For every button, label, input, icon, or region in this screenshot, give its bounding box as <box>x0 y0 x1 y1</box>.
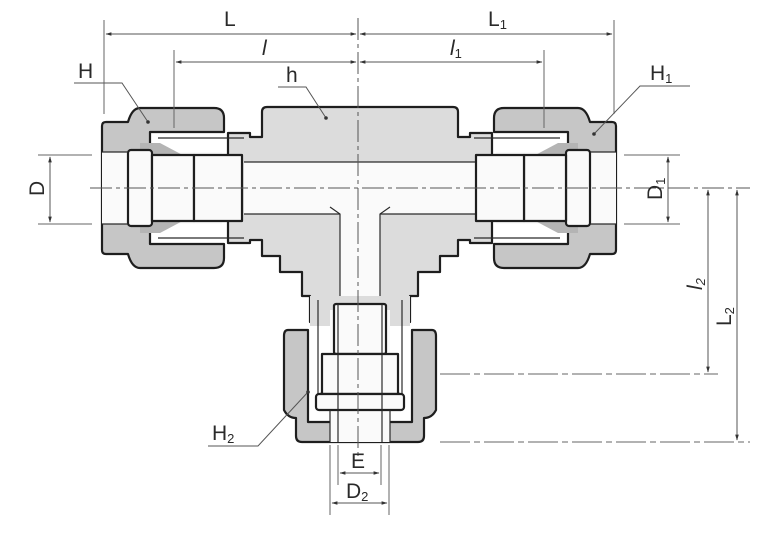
bottom-nut <box>282 302 438 444</box>
dimension-lines <box>48 32 739 505</box>
dim-label-L2: L2 <box>713 307 737 326</box>
callout-label-H: H <box>78 60 93 83</box>
callout-label-H2: H2 <box>212 422 234 446</box>
centerlines <box>90 18 750 460</box>
dim-label-l: l <box>262 37 268 60</box>
dim-label-D2: D2 <box>346 480 368 504</box>
leader-lines <box>74 82 690 447</box>
dim-label-L1: L1 <box>488 8 507 32</box>
extension-lines <box>38 20 750 515</box>
dim-label-D: D <box>26 181 49 196</box>
dim-label-l2: l2 <box>684 277 708 290</box>
dim-label-l1: l1 <box>450 37 462 61</box>
dim-label-E: E <box>351 450 365 473</box>
callout-label-h: h <box>286 64 298 87</box>
dim-label-D1: D1 <box>644 178 668 200</box>
dim-label-L: L <box>224 8 236 31</box>
callout-label-H1: H1 <box>650 62 672 86</box>
